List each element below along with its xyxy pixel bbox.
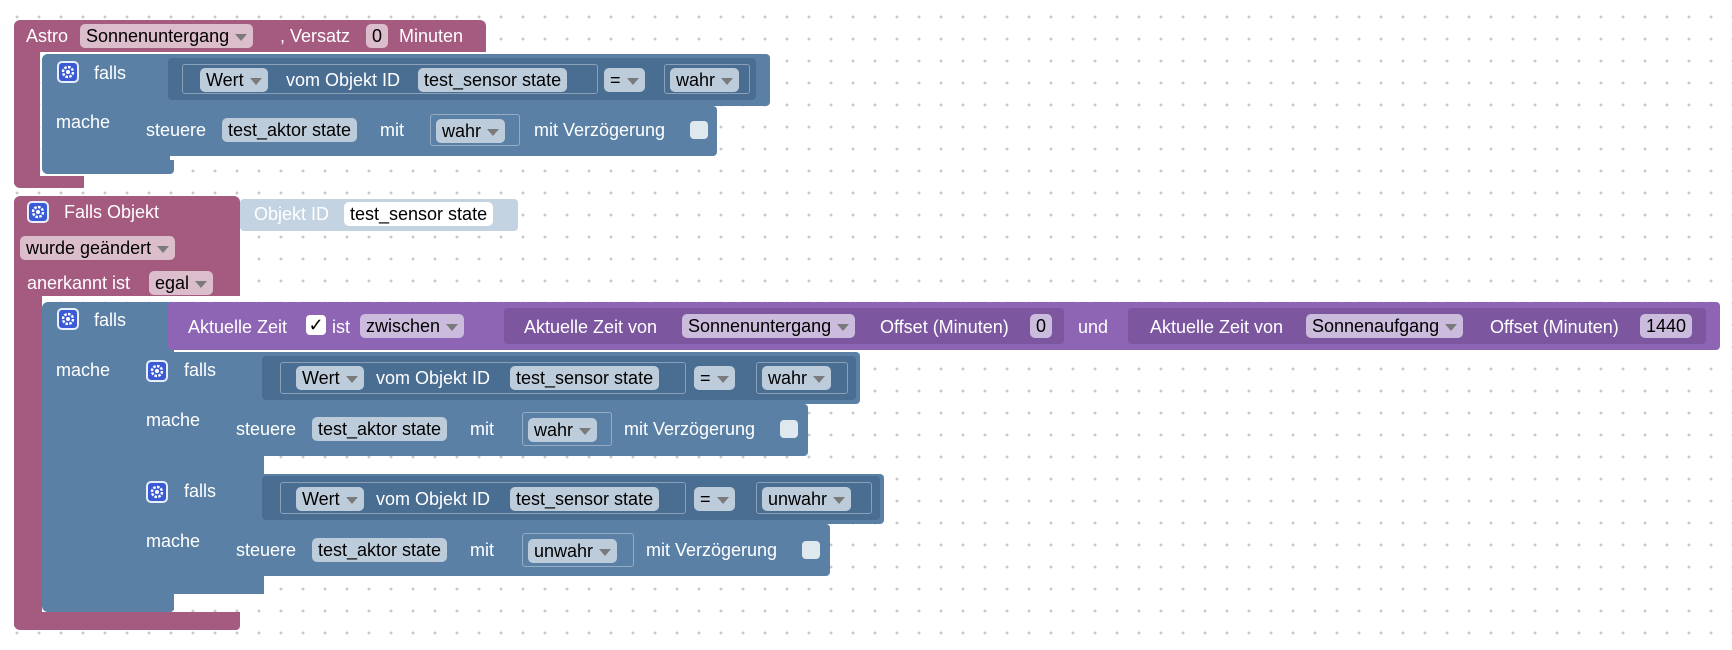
trigger-shadow-label: Objekt ID [254, 204, 330, 224]
time-current-label: Aktuelle Zeit [188, 317, 288, 337]
astro-if-property-dropdown[interactable]: Wert [200, 68, 268, 92]
trigger-block-footer [14, 612, 240, 630]
inner-if-1-action-target-field[interactable]: test_aktor state [312, 417, 448, 441]
astro-if-action-with-label: mit [380, 120, 404, 140]
inner-if-2-footer [132, 580, 264, 594]
inner-if-2-action-value-dropdown[interactable]: unwahr [528, 539, 618, 563]
inner-if-2-property-dropdown[interactable]: Wert [296, 487, 364, 511]
astro-if-action-target-field[interactable]: test_aktor state [222, 118, 358, 142]
astro-if-action-label: steuere [146, 120, 207, 140]
astro-block-footer [14, 176, 84, 188]
inner-if-1-action-delay-label: mit Verzögerung [624, 419, 756, 439]
inner-if-1-value-slot [756, 362, 848, 394]
astro-if-falls-label: falls [94, 63, 127, 83]
astro-unit-label: Minuten [399, 26, 464, 46]
astro-if-mutator-gear-icon[interactable] [57, 61, 79, 83]
inner-if-2-object-id-field[interactable]: test_sensor state [510, 487, 660, 511]
trigger-shadow-object-id[interactable]: test_sensor state [344, 202, 494, 226]
inner-if-2-action-delay-label: mit Verzögerung [646, 540, 778, 560]
inner-if-1-mutator-gear-icon[interactable] [146, 360, 168, 382]
trigger-label: Falls Objekt [64, 202, 160, 222]
time-is-label: ist [332, 317, 350, 337]
inner-if-1-operator-dropdown[interactable]: = [694, 366, 735, 390]
astro-offset-label: , Versatz [280, 26, 351, 46]
inner-if-1-footer [132, 460, 264, 474]
inner-if-1-action-with-label: mit [470, 419, 494, 439]
inner-if-1-mache-label: mache [146, 410, 201, 430]
astro-if-operator-dropdown[interactable]: = [604, 68, 645, 92]
astro-if-value-dropdown[interactable]: wahr [670, 68, 740, 92]
trigger-ack-dropdown[interactable]: egal [149, 271, 214, 295]
outer-if-footer [42, 598, 174, 612]
time-from-offset-label: Offset (Minuten) [880, 317, 1009, 337]
astro-offset-input[interactable]: 0 [366, 24, 389, 48]
inner-if-2-mutator-gear-icon[interactable] [146, 481, 168, 503]
inner-if-2-operator-dropdown[interactable]: = [694, 487, 735, 511]
time-to-event-dropdown[interactable]: Sonnenaufgang [1306, 314, 1464, 338]
trigger-change-dropdown[interactable]: wurde geändert [20, 236, 176, 260]
astro-if-mache-label: mache [56, 112, 111, 132]
astro-if-condition-left [182, 64, 598, 94]
inner-if-1-value-dropdown[interactable]: wahr [762, 366, 832, 390]
inner-if-1-action-value-slot [522, 412, 612, 446]
inner-if-2-action-delay-checkbox[interactable] [802, 541, 820, 559]
trigger-block-body [14, 296, 42, 626]
inner-if-1-object-id-field[interactable]: test_sensor state [510, 366, 660, 390]
inner-if-2-mache-label: mache [146, 531, 201, 551]
astro-if-action-value-dropdown[interactable]: wahr [436, 119, 506, 143]
astro-if-object-label: vom Objekt ID [286, 70, 401, 90]
trigger-ack-label: anerkannt ist [27, 273, 131, 293]
time-and-label: und [1078, 317, 1109, 337]
time-to-offset-label: Offset (Minuten) [1490, 317, 1619, 337]
time-to-label: Aktuelle Zeit von [1150, 317, 1284, 337]
inner-if-1-property-dropdown[interactable]: Wert [296, 366, 364, 390]
trigger-mutator-gear-icon[interactable] [27, 201, 49, 223]
inner-if-1-falls-label: falls [184, 360, 217, 380]
astro-if-action-value-slot [430, 114, 520, 146]
time-compare-dropdown[interactable]: zwischen [360, 314, 465, 338]
inner-if-1-action-label: steuere [236, 419, 297, 439]
astro-if-action-delay-checkbox[interactable] [690, 121, 708, 139]
astro-if-value-slot [664, 64, 750, 94]
time-from-label: Aktuelle Zeit von [524, 317, 658, 337]
inner-if-1-condition-left [280, 362, 686, 394]
time-from-offset-input[interactable]: 0 [1030, 314, 1053, 338]
inner-if-2-action-target-field[interactable]: test_aktor state [312, 538, 448, 562]
astro-event-dropdown[interactable]: Sonnenuntergang [80, 24, 254, 48]
outer-if-mache-label: mache [56, 360, 111, 380]
astro-if-action-delay-label: mit Verzögerung [534, 120, 666, 140]
inner-if-2-action-with-label: mit [470, 540, 494, 560]
inner-if-2-condition-left [280, 482, 686, 514]
inner-if-2-value-slot [756, 482, 872, 514]
inner-if-1-action-value-dropdown[interactable]: wahr [528, 418, 598, 442]
inner-if-2-object-label: vom Objekt ID [376, 489, 491, 509]
outer-if-falls-label: falls [94, 310, 127, 330]
inner-if-2-value-dropdown[interactable]: unwahr [762, 487, 852, 511]
astro-if-footer [42, 160, 174, 174]
astro-block-body [14, 52, 40, 184]
time-to-offset-input[interactable]: 1440 [1640, 314, 1693, 338]
inner-if-1-object-label: vom Objekt ID [376, 368, 491, 388]
inner-if-2-action-value-slot [522, 533, 634, 567]
inner-if-1-action-delay-checkbox[interactable] [780, 420, 798, 438]
time-from-event-dropdown[interactable]: Sonnenuntergang [682, 314, 856, 338]
inner-if-2-falls-label: falls [184, 481, 217, 501]
outer-if-mutator-gear-icon[interactable] [57, 308, 79, 330]
astro-if-object-id-field[interactable]: test_sensor state [418, 68, 568, 92]
astro-label: Astro [26, 26, 69, 46]
inner-if-2-action-label: steuere [236, 540, 297, 560]
time-current-checkbox[interactable]: ✓ [306, 315, 326, 335]
